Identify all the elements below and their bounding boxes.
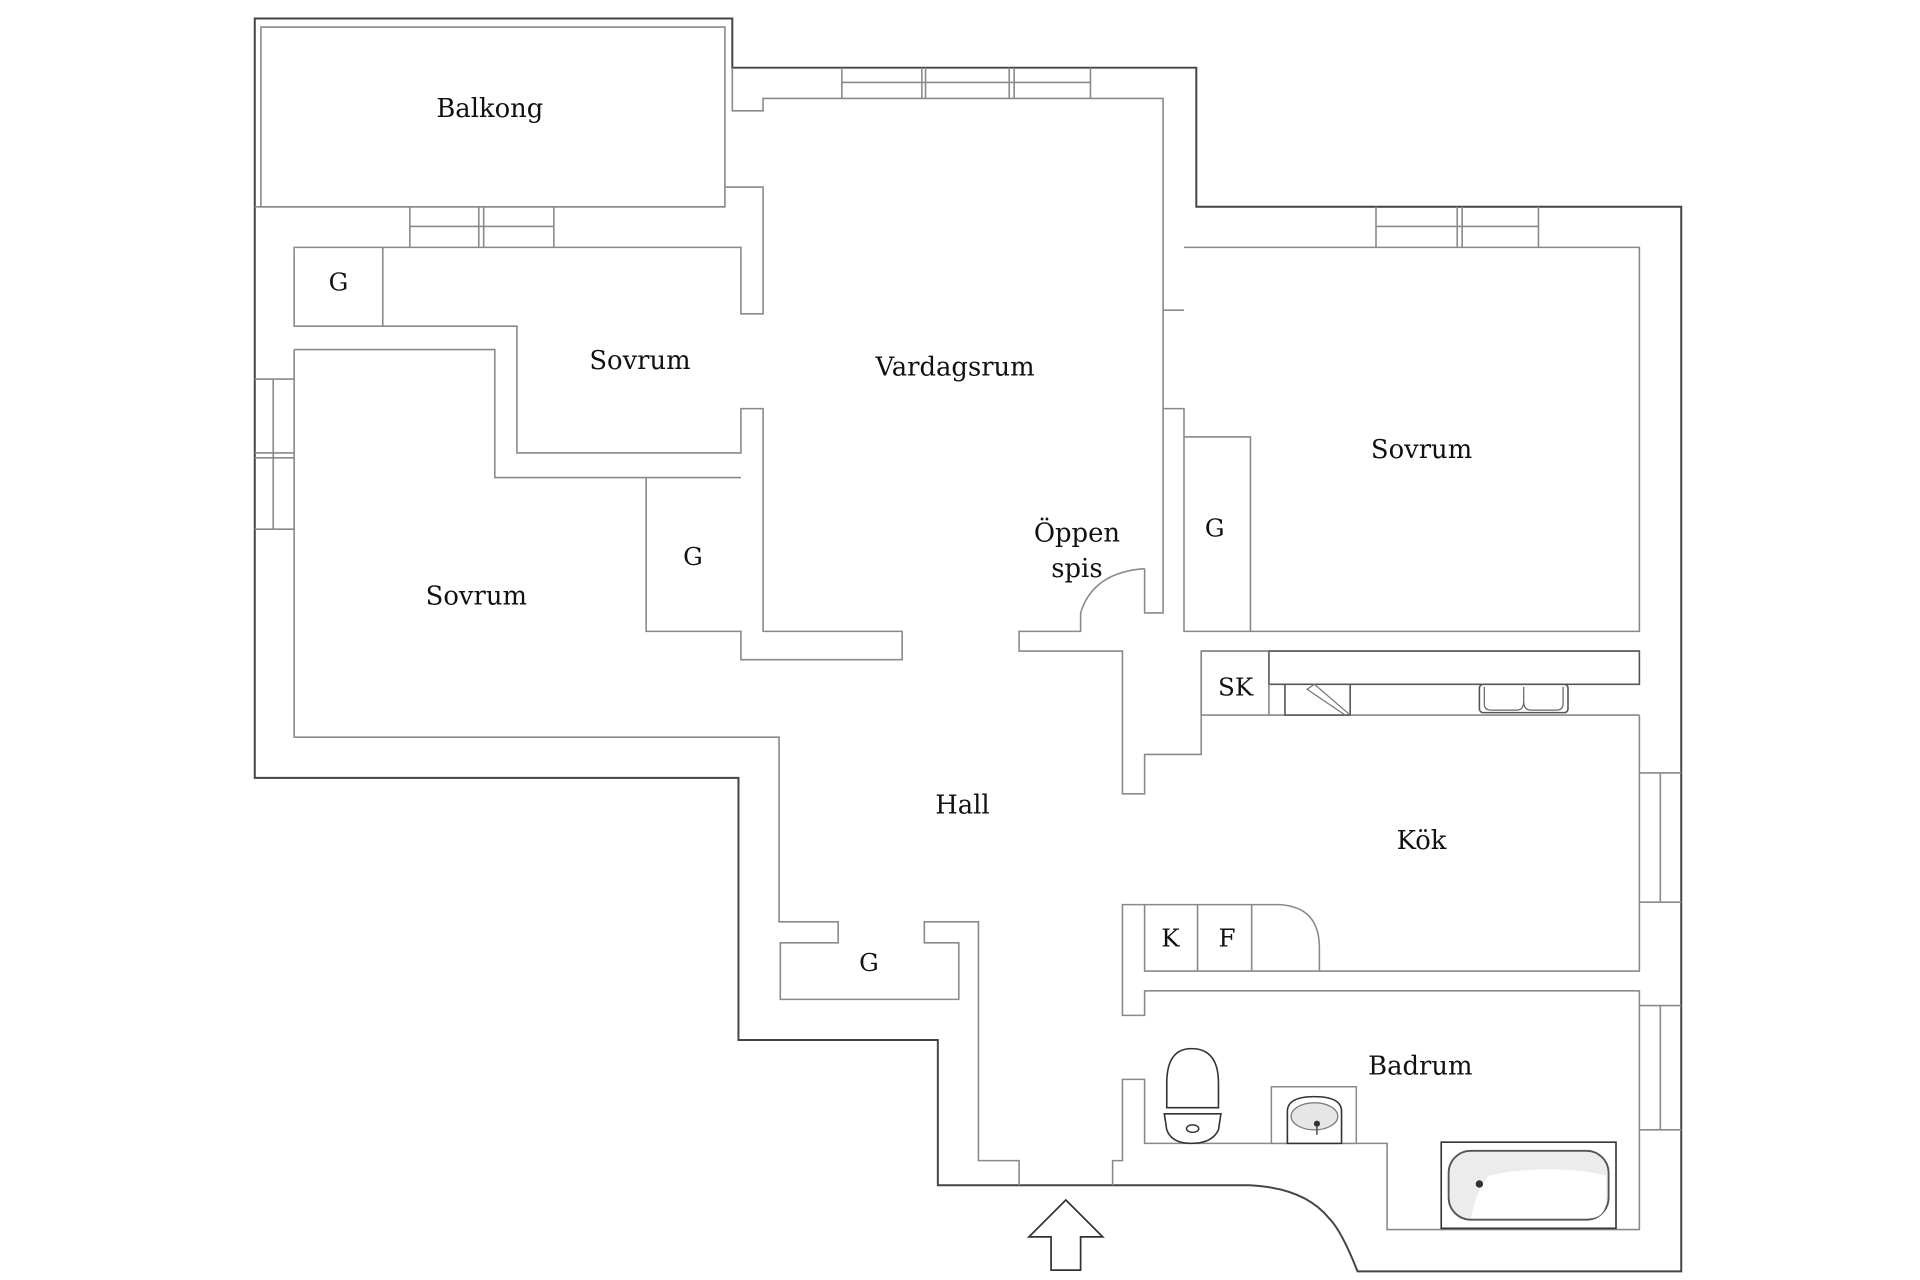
room-label-oppen-spis-2: spis (1051, 554, 1102, 584)
storage-label-g-hall: G (859, 948, 879, 977)
room-label-oppen-spis-1: Öppen (1034, 517, 1120, 549)
storage-label-k: K (1161, 923, 1180, 952)
room-label-vardagsrum: Vardagsrum (874, 352, 1034, 382)
room-label-sovrum-left: Sovrum (426, 581, 527, 611)
storage-label-f: F (1219, 923, 1236, 952)
room-label-badrum: Badrum (1368, 1051, 1472, 1081)
room-labels: Balkong Sovrum Vardagsrum Sovrum Sovrum … (329, 94, 1473, 1082)
stove-icon (1284, 683, 1351, 716)
storage-label-g-top-left: G (329, 267, 349, 296)
entrance-arrow-icon (1026, 1198, 1105, 1272)
storage-label-g-left-bedroom: G (683, 542, 703, 571)
sink-icon (1270, 1086, 1358, 1145)
toilet-icon (1163, 1047, 1222, 1145)
bathtub-icon (1440, 1141, 1617, 1230)
room-label-sovrum-right: Sovrum (1371, 435, 1472, 465)
room-label-hall: Hall (935, 791, 989, 821)
kitchen-fixtures (1144, 650, 1641, 972)
bathroom-fixtures (1163, 1047, 1617, 1230)
storage-label-sk: SK (1218, 672, 1254, 701)
kitchen-counter (1268, 650, 1641, 686)
room-label-sovrum-top: Sovrum (589, 346, 690, 376)
kitchen-sink-icon (1478, 683, 1569, 714)
room-label-kok: Kök (1397, 826, 1447, 856)
storage-label-g-right-bedroom: G (1205, 514, 1225, 543)
interior-walls (254, 67, 1682, 1231)
room-label-balkong: Balkong (436, 94, 543, 124)
